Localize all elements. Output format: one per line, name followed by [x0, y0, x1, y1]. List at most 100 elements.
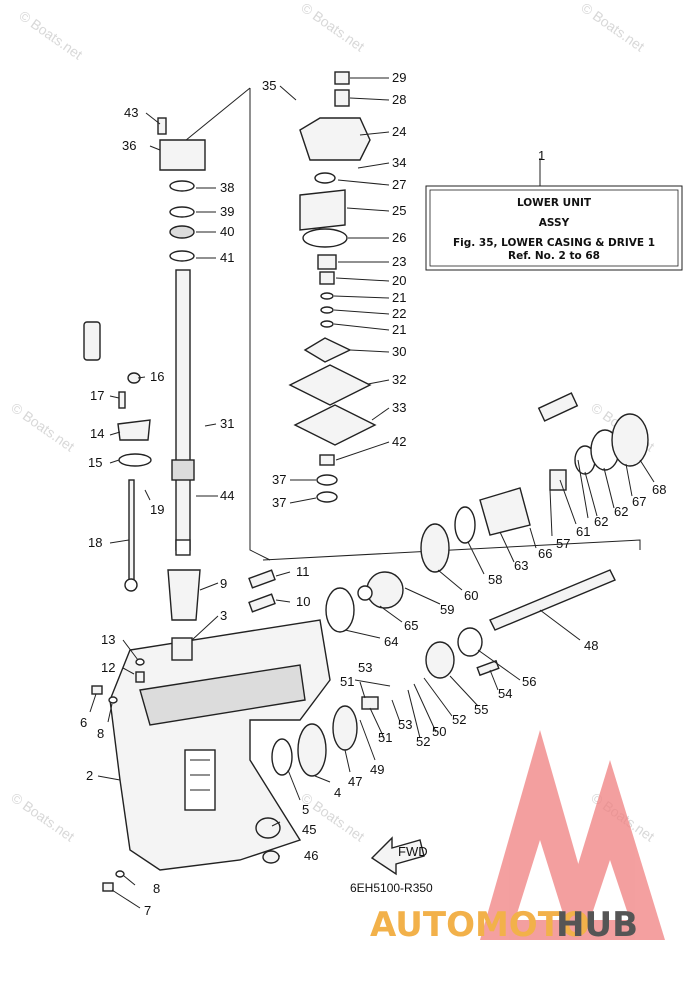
watermark: © Boats.net: [8, 789, 77, 844]
callout-32: 32: [392, 372, 406, 387]
callout-45: 45: [302, 822, 316, 837]
callout-5: 5: [302, 802, 309, 817]
callout-24: 24: [392, 124, 406, 139]
callout-54: 54: [498, 686, 512, 701]
callout-53: 53: [358, 660, 372, 675]
callout-51: 51: [340, 674, 354, 689]
callout-23: 23: [392, 254, 406, 269]
callout-62: 62: [594, 514, 608, 529]
callout-46: 46: [304, 848, 318, 863]
infobox-line2: ASSY: [539, 217, 570, 229]
callout-16: 16: [150, 369, 164, 384]
brand-part2: HUB: [556, 905, 638, 945]
brand-part1: AUTOMOTO: [370, 905, 590, 945]
infobox-line3: Fig. 35, LOWER CASING & DRIVE 1: [453, 237, 655, 249]
callout-14: 14: [90, 426, 104, 441]
callout-10: 10: [296, 594, 310, 609]
callout-18: 18: [88, 535, 102, 550]
callout-39: 39: [220, 204, 234, 219]
watermark: © Boats.net: [8, 399, 77, 454]
callout-52: 52: [416, 734, 430, 749]
callout-22: 22: [392, 306, 406, 321]
casing-bolts: [91, 658, 145, 892]
callout-60: 60: [464, 588, 478, 603]
brand-logo-mark: [480, 730, 665, 940]
assembly-guide-lines: [179, 87, 641, 561]
callout-56: 56: [522, 674, 536, 689]
callout-29: 29: [392, 70, 406, 85]
callout-12: 12: [101, 660, 115, 675]
callout-21: 21: [392, 322, 406, 337]
callout-1: 1: [538, 148, 545, 163]
callout-3: 3: [220, 608, 227, 623]
callout-61: 61: [576, 524, 590, 539]
watermark: © Boats.net: [298, 0, 367, 55]
drawing-code: 6EH5100-R350: [350, 881, 433, 895]
callout-31: 31: [220, 416, 234, 431]
callout-2: 2: [86, 768, 93, 783]
callout-50: 50: [432, 724, 446, 739]
callout-8: 8: [97, 726, 104, 741]
callout-21: 21: [392, 290, 406, 305]
callout-48: 48: [584, 638, 598, 653]
callout-57: 57: [556, 536, 570, 551]
callout-8: 8: [153, 881, 160, 896]
callout-66: 66: [538, 546, 552, 561]
callout-36: 36: [122, 138, 136, 153]
propeller-shaft-group: [255, 392, 649, 864]
callout-38: 38: [220, 180, 234, 195]
watermark: © Boats.net: [578, 0, 647, 55]
lower-casing: [109, 619, 331, 871]
callout-65: 65: [404, 618, 418, 633]
callout-15: 15: [88, 455, 102, 470]
shift-components: [167, 569, 276, 661]
infobox-line1: LOWER UNIT: [517, 197, 592, 209]
callout-20: 20: [392, 273, 406, 288]
fwd-arrow: FWD: [370, 836, 428, 876]
callout-58: 58: [488, 572, 502, 587]
callout-leaders: [89, 77, 655, 909]
callout-19: 19: [150, 502, 164, 517]
callout-28: 28: [392, 92, 406, 107]
callout-33: 33: [392, 400, 406, 415]
callout-9: 9: [220, 576, 227, 591]
callout-37: 37: [272, 472, 286, 487]
callout-41: 41: [220, 250, 234, 265]
callout-51: 51: [378, 730, 392, 745]
watermark: © Boats.net: [16, 7, 85, 62]
callout-34: 34: [392, 155, 406, 170]
callout-68: 68: [652, 482, 666, 497]
callout-47: 47: [348, 774, 362, 789]
callout-59: 59: [440, 602, 454, 617]
callout-52: 52: [452, 712, 466, 727]
callout-13: 13: [101, 632, 115, 647]
callout-25: 25: [392, 203, 406, 218]
callout-55: 55: [474, 702, 488, 717]
fwd-label: FWD: [398, 844, 428, 859]
callout-35: 35: [262, 78, 276, 93]
callout-numbers: 1 2 3 4 5 6 7 8 8 9 10 11 12 13 14 15 16…: [80, 70, 666, 918]
callout-42: 42: [392, 434, 406, 449]
callout-11: 11: [296, 564, 310, 579]
callout-27: 27: [392, 177, 406, 192]
callout-37: 37: [272, 495, 286, 510]
oil-seal-housing-group: [157, 117, 206, 262]
brand-wordmark: AUTOMOTO HUB: [370, 905, 638, 945]
callout-4: 4: [334, 785, 341, 800]
infobox-line4: Ref. No. 2 to 68: [508, 250, 600, 262]
callout-53: 53: [398, 717, 412, 732]
callout-63: 63: [514, 558, 528, 573]
callout-30: 30: [392, 344, 406, 359]
drive-shaft: [171, 269, 195, 556]
water-pump-stack: [288, 71, 377, 503]
callout-67: 67: [632, 494, 646, 509]
callout-40: 40: [220, 224, 234, 239]
callout-26: 26: [392, 230, 406, 245]
callout-64: 64: [384, 634, 398, 649]
assembly-info-box: LOWER UNIT ASSY Fig. 35, LOWER CASING & …: [425, 158, 683, 271]
callout-43: 43: [124, 105, 138, 120]
callout-49: 49: [370, 762, 384, 777]
callout-17: 17: [90, 388, 104, 403]
callout-7: 7: [144, 903, 151, 918]
